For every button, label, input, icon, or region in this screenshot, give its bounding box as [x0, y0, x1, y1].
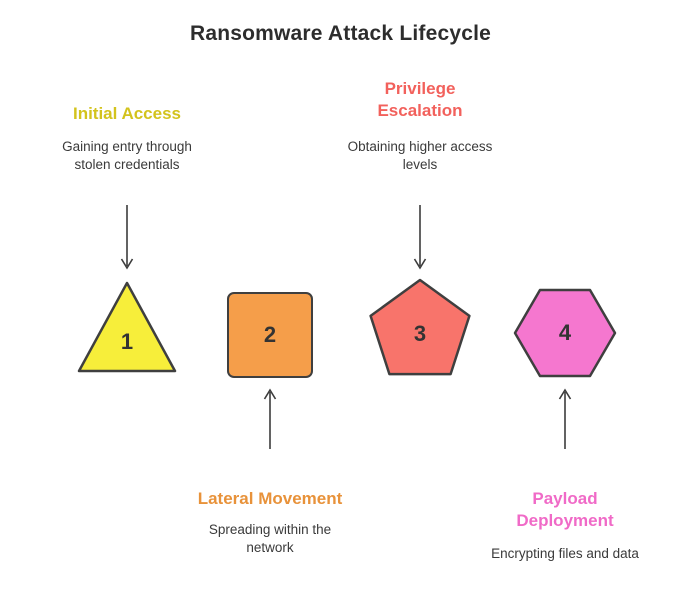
- stage-1-description: Gaining entry through stolen credentials: [62, 139, 192, 173]
- arrow-up-icon: [557, 388, 573, 450]
- square-icon: [227, 292, 313, 378]
- stage-3-description: Obtaining higher access levels: [347, 139, 493, 173]
- stage-3-pentagon-shape: 3: [368, 276, 472, 380]
- stage-4-label: Payload Deployment: [516, 489, 614, 531]
- arrow-down-icon: [412, 204, 428, 270]
- stage-4-description: Encrypting files and data: [491, 546, 639, 561]
- page-title: Ransomware Attack Lifecycle: [189, 22, 492, 45]
- pentagon-icon: [369, 278, 471, 376]
- stage-4-hexagon-shape: 4: [512, 287, 618, 379]
- stage-1-label: Initial Access: [72, 104, 182, 123]
- stage-2-number: 2: [263, 322, 277, 347]
- stage-4-number: 4: [558, 320, 572, 345]
- triangle-icon: [77, 281, 177, 373]
- stage-1-number: 1: [120, 329, 134, 354]
- stage-1-triangle-shape: 1: [75, 277, 179, 377]
- arrow-down-icon: [119, 204, 135, 270]
- stage-2-label: Lateral Movement: [197, 489, 343, 508]
- hexagon-icon: [513, 288, 617, 378]
- stage-2-description: Spreading within the network: [208, 522, 332, 556]
- stage-3-number: 3: [413, 321, 427, 346]
- arrow-up-icon: [262, 388, 278, 450]
- stage-3-label: Privilege Escalation: [377, 79, 463, 121]
- stage-2-square-shape: 2: [227, 292, 313, 378]
